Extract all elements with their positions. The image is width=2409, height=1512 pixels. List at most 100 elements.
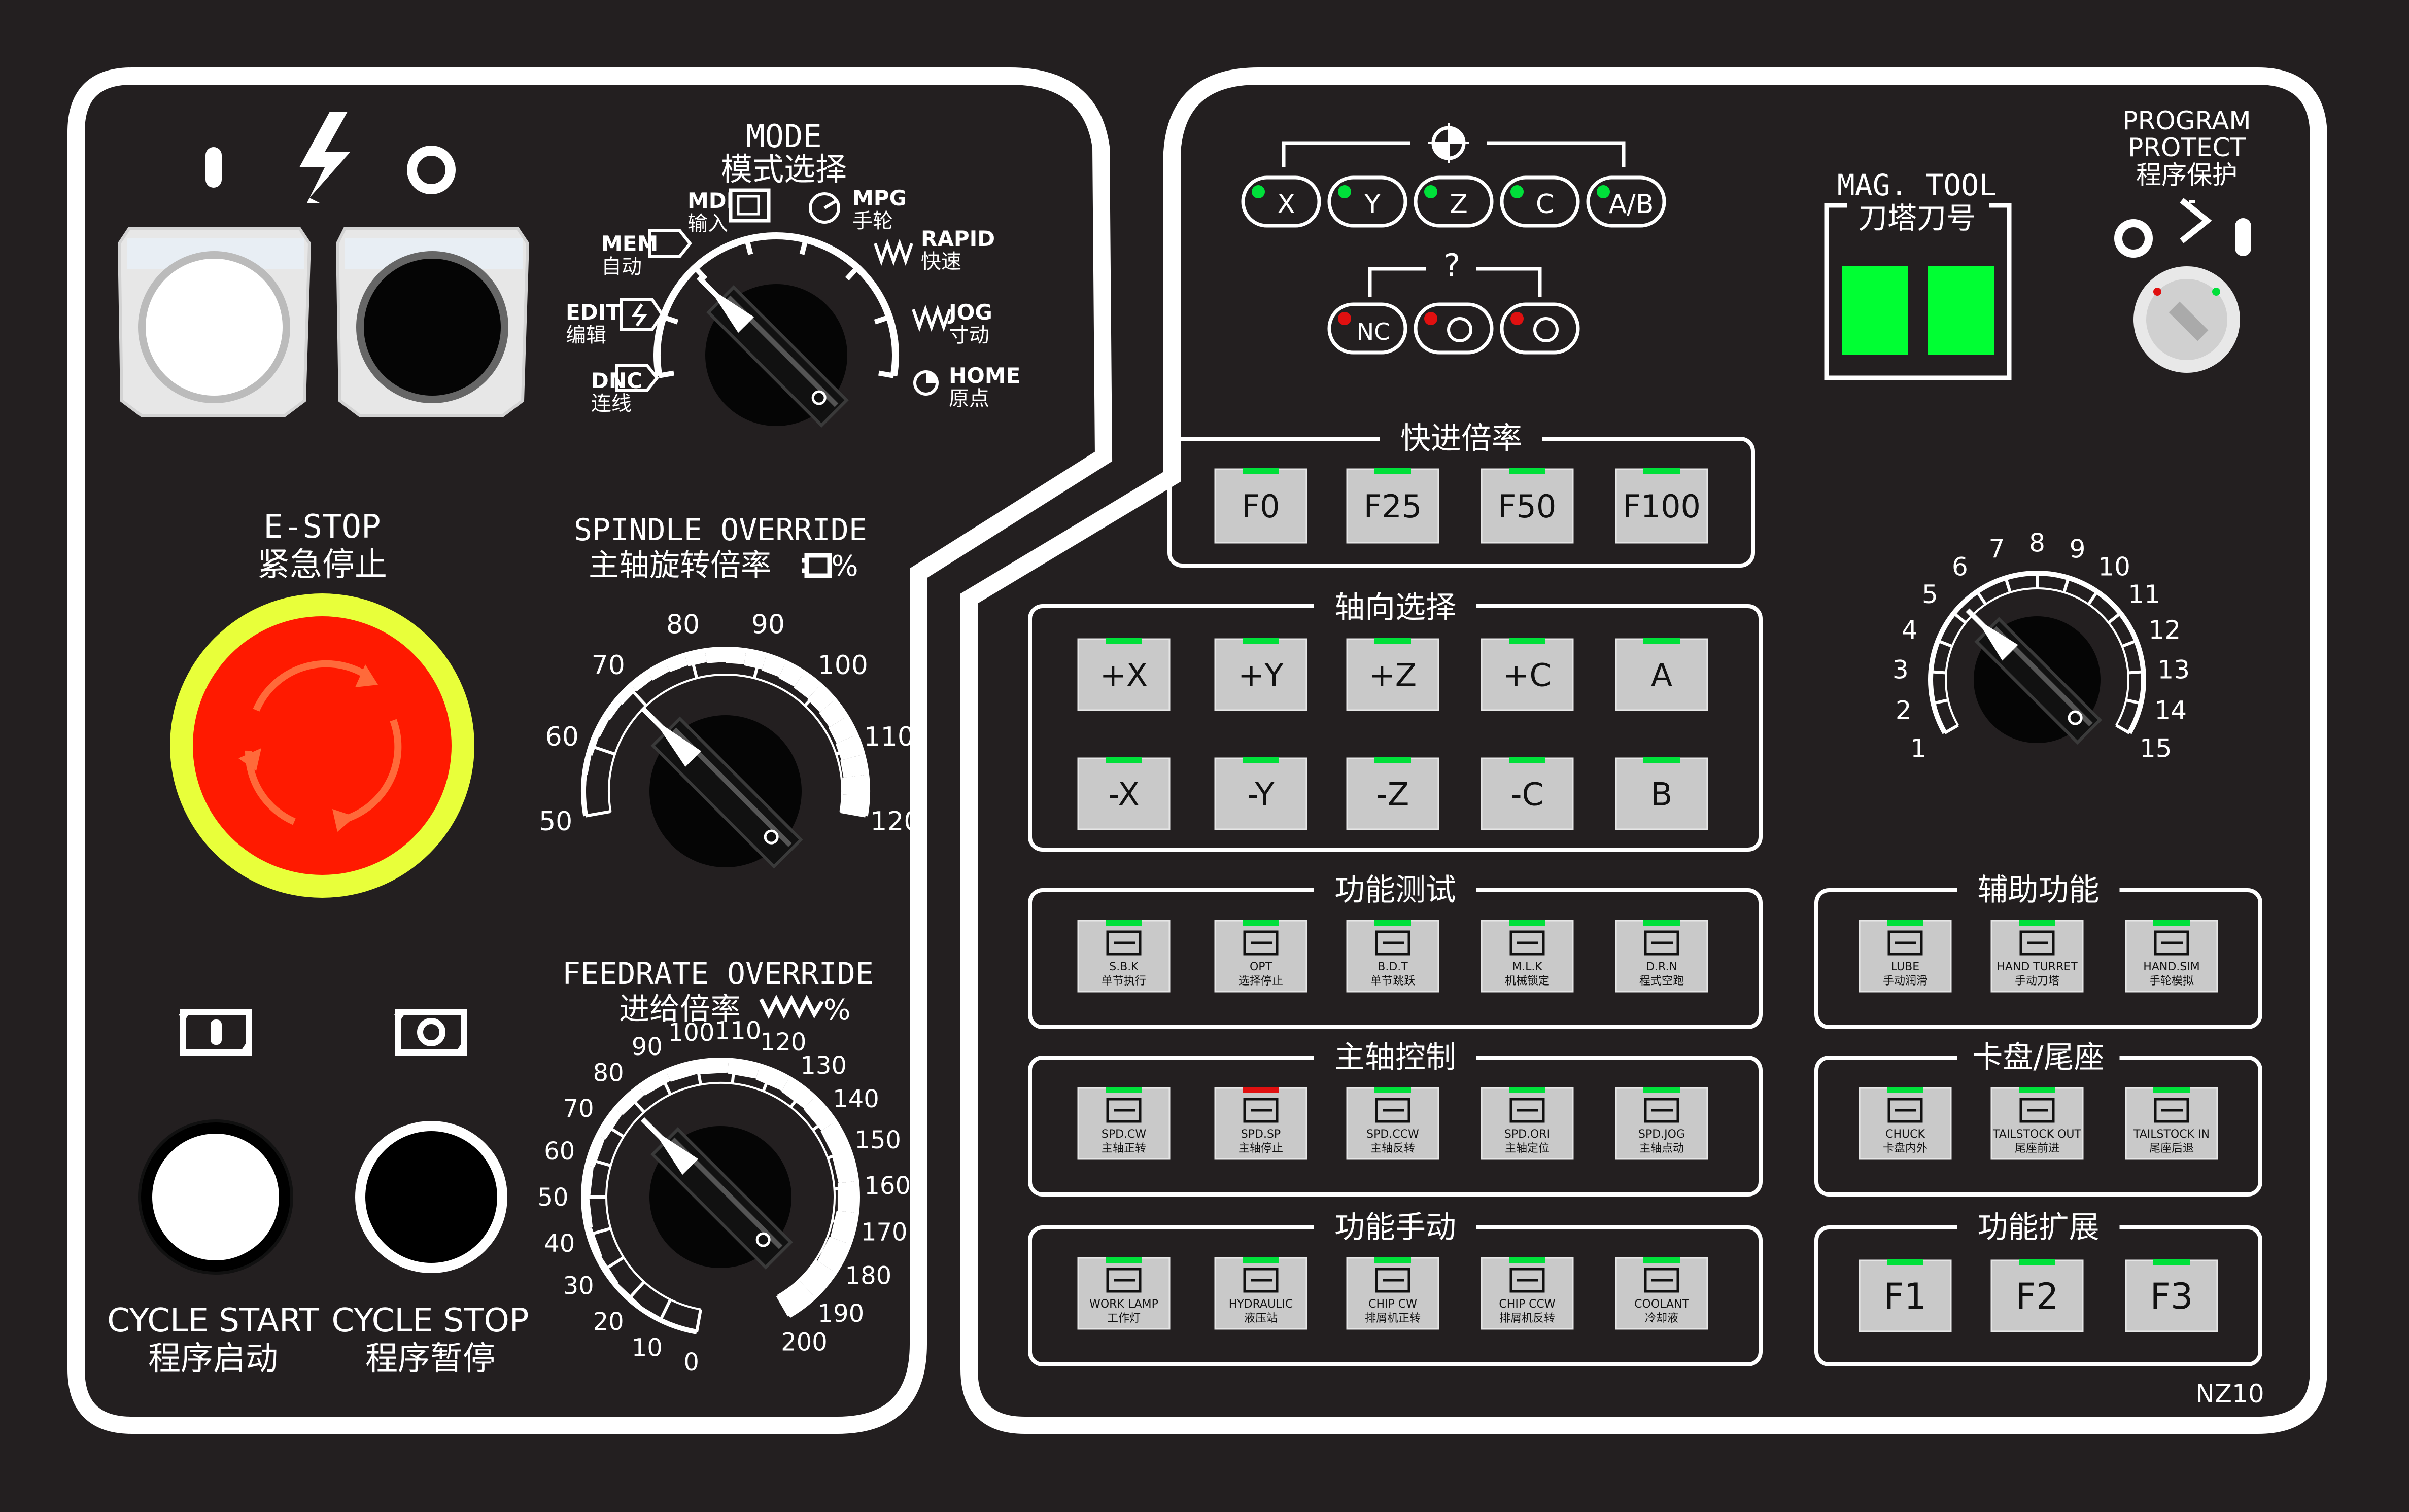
axis-key-minus-x[interactable]: -X — [1077, 757, 1171, 830]
scale-label: 200 — [781, 1328, 828, 1357]
tool-number-digit-1 — [1842, 266, 1908, 355]
rapid-key-f0[interactable]: F0 — [1214, 468, 1307, 544]
scale-wedge — [817, 1237, 849, 1273]
key-label-en: WORK LAMP — [1089, 1298, 1158, 1311]
axis-key-plus-x[interactable]: +X — [1077, 638, 1171, 711]
knob[interactable] — [593, 1069, 829, 1305]
program-protect-line1: PROGRAM — [2122, 106, 2251, 135]
key-label-cn: 单节执行 — [1102, 975, 1146, 988]
knob[interactable] — [1923, 566, 2133, 776]
axis-key-b[interactable]: B — [1615, 757, 1708, 830]
scale-tick — [2125, 698, 2142, 705]
chip-cw-icon — [1375, 1268, 1410, 1293]
axis-key-plus-z[interactable]: +Z — [1346, 638, 1439, 711]
axis-key-minus-c[interactable]: -C — [1481, 757, 1574, 830]
knob[interactable] — [589, 654, 842, 907]
program-protect-key-switch[interactable] — [2133, 266, 2240, 373]
tailstock-out-icon — [2019, 1098, 2055, 1123]
power-on-button[interactable] — [117, 227, 312, 417]
power-off-button[interactable] — [335, 227, 530, 417]
aux-func-title: 辅助功能 — [1978, 872, 2100, 908]
scale-wedge — [595, 717, 609, 737]
rapid-key-f25[interactable]: F25 — [1346, 468, 1439, 544]
single-block-icon — [1106, 930, 1142, 956]
axis-key-plus-y[interactable]: +Y — [1214, 638, 1307, 711]
mode-label-en: HOME — [949, 363, 1020, 388]
scale-tick — [2062, 577, 2070, 593]
mode-selector-dial[interactable] — [648, 227, 899, 463]
key-label: +Y — [1238, 656, 1284, 693]
cycle-start-button[interactable] — [138, 1119, 293, 1275]
spindle-unit: % — [831, 550, 858, 583]
cycle-stop-icon — [394, 1009, 467, 1056]
svg-text:Z: Z — [1450, 189, 1468, 220]
cycle-stop-button[interactable] — [355, 1121, 507, 1273]
func-ext-key-f3[interactable]: F3 — [2125, 1259, 2218, 1332]
scale-label: 3 — [1892, 655, 1909, 684]
svg-text:NC: NC — [1357, 318, 1391, 345]
key-led — [1243, 757, 1279, 763]
knob[interactable] — [648, 227, 884, 463]
mode-tick — [874, 314, 890, 325]
mode-tick — [744, 239, 753, 255]
axis-key-minus-y[interactable]: -Y — [1214, 757, 1307, 830]
rapid-rate-keys: F0 F25 F50 F100 — [1214, 468, 1708, 544]
estop-label-en: E-STOP — [263, 508, 381, 546]
scale-label: 7 — [1989, 534, 2005, 564]
right-panel-outline — [960, 67, 2327, 1434]
func-ext-key-f1[interactable]: F1 — [1859, 1259, 1952, 1332]
svg-text:X: X — [1277, 189, 1295, 220]
rapid-key-f50[interactable]: F50 — [1481, 468, 1574, 544]
knob-pointer-line — [641, 1117, 693, 1169]
estop-button[interactable] — [170, 593, 474, 898]
key-label: -X — [1108, 776, 1140, 813]
axis-key-plus-c[interactable]: +C — [1481, 638, 1574, 711]
scale-wedge — [616, 685, 636, 705]
func-ext-key-f2[interactable]: F2 — [1990, 1259, 2084, 1332]
key-led — [1887, 1087, 1923, 1093]
axis-key-minus-z[interactable]: -Z — [1346, 757, 1439, 830]
axis-key-a[interactable]: A — [1615, 638, 1708, 711]
protect-off-icon — [2235, 218, 2251, 256]
key-label-en: HAND.SIM — [2143, 961, 2199, 973]
mode-label-en: EDIT — [566, 300, 621, 325]
axis-select-title: 轴向选择 — [1334, 590, 1456, 625]
key-label-cn: 主轴定位 — [1505, 1142, 1550, 1155]
key-label-en: CHIP CW — [1368, 1298, 1417, 1311]
mode-label-cn: 原点 — [949, 387, 989, 410]
mode-label-en: RAPID — [921, 226, 995, 251]
chuck-tail-title: 卡盘/尾座 — [1972, 1040, 2104, 1075]
scale-wedge — [837, 1181, 857, 1213]
rapid-key-f100[interactable]: F100 — [1615, 468, 1708, 544]
